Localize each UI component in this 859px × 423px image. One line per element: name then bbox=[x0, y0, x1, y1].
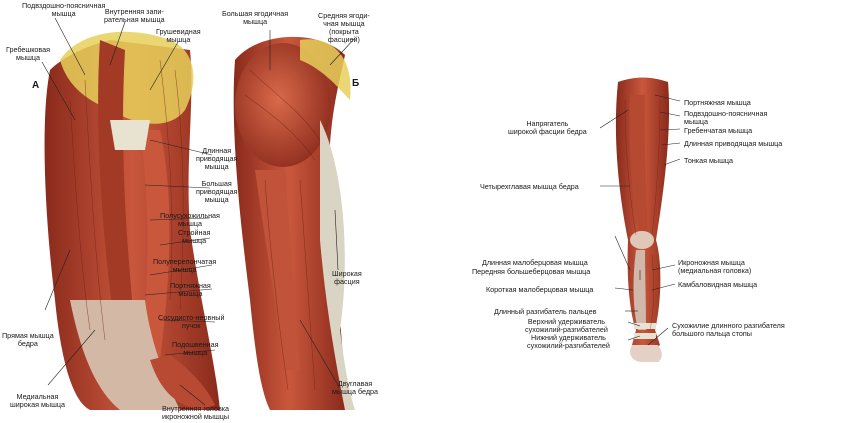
label-pectineus-c: Гребенчатая мышца bbox=[684, 126, 753, 135]
label-soleus: Камбаловидная мышца bbox=[678, 280, 758, 289]
label-obturator-internus: Внутренняя запи- рательная мышца bbox=[104, 7, 165, 24]
leader-lines bbox=[41, 17, 681, 406]
label-tensor-fasciae-latae: Напрягатель широкой фасции бедра bbox=[508, 119, 587, 136]
label-sartorius-a: Портняжная мышца bbox=[170, 281, 211, 298]
label-semitendinosus: Полусухожильная мышца bbox=[160, 211, 220, 228]
label-rectus-femoris: Прямая мышца бедра bbox=[2, 331, 54, 348]
label-piriformis: Грушевидная мышца bbox=[156, 27, 201, 44]
label-adductor-longus-c: Длинная приводящая мышца bbox=[684, 139, 783, 148]
label-gracilis-c: Тонкая мышца bbox=[684, 156, 733, 165]
label-extensor-hallucis-tendon: Сухожилие длинного разгибателя большого … bbox=[672, 321, 785, 338]
label-quadriceps: Четырехглавая мышца бедра bbox=[480, 182, 579, 191]
label-biceps-femoris: Двуглавая мышца бедра bbox=[332, 379, 379, 396]
label-adductor-magnus: Большая приводящая мышца bbox=[196, 179, 238, 204]
label-gastrocnemius-medial-head: Икроножная мышца (медиальная головка) bbox=[678, 258, 752, 275]
label-peroneus-longus: Длинная малоберцовая мышца bbox=[482, 258, 588, 267]
thigh-posterior-figure bbox=[233, 36, 355, 410]
label-pectineus-a: Гребешковая мышца bbox=[6, 45, 51, 62]
label-extensor-digitorum-longus: Длинный разгибатель пальцев bbox=[494, 307, 597, 316]
thigh-medial-figure bbox=[44, 31, 220, 410]
label-sartorius-c: Портняжная мышца bbox=[684, 98, 751, 107]
label-adductor-longus-a: Длинная приводящая мышца bbox=[196, 146, 238, 171]
label-superior-retinaculum: Верхний удерживатель сухожилий-разгибате… bbox=[525, 317, 608, 334]
leg-anterior-figure bbox=[615, 77, 670, 362]
label-plantaris: Подошвенная мышца bbox=[172, 340, 219, 357]
panel-a-letter: А bbox=[32, 80, 40, 91]
label-iliopsoas-c: Подвздошно-поясничная мышца bbox=[684, 109, 768, 126]
label-gracilis-a: Стройная мышца bbox=[178, 228, 211, 245]
label-peroneus-brevis: Короткая малоберцовая мышца bbox=[486, 285, 594, 294]
label-iliopsoas-a: Подвздошно-поясничная мышца bbox=[22, 1, 106, 18]
label-neurovascular-bundle: Сосудисто-нервный пучок bbox=[158, 313, 225, 330]
panel-b-letter: Б bbox=[352, 78, 360, 89]
label-gluteus-medius: Средняя ягоди- чная мышца (покрыта фасци… bbox=[318, 11, 370, 44]
label-tibialis-anterior: Передняя большеберцовая мышца bbox=[472, 267, 591, 276]
label-gastrocnemius-inner-head: Внутренняя головка икроножной мышцы bbox=[162, 404, 230, 421]
label-semimembranosus: Полуперепончатая мышца bbox=[153, 257, 217, 274]
label-vastus-medialis: Медиальная широкая мышца bbox=[10, 392, 65, 409]
label-gluteus-maximus: Большая ягодичная мышца bbox=[222, 9, 289, 26]
label-inferior-retinaculum: Нижний удерживатель сухожилий-разгибател… bbox=[527, 333, 610, 350]
label-fascia-lata: Широкая фасция bbox=[332, 269, 362, 286]
